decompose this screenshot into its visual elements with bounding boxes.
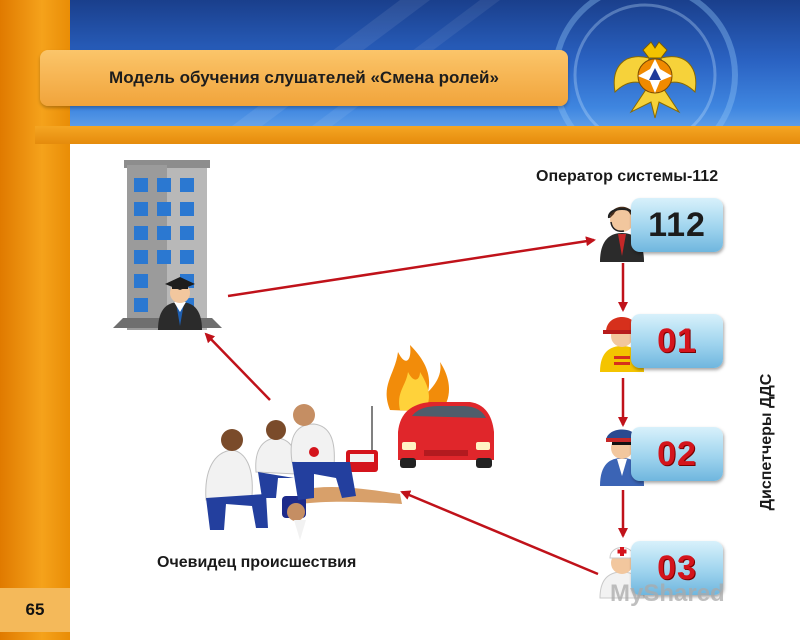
number-03-button: 03	[631, 541, 723, 595]
dispatchers-label: Диспетчеры ДДС	[758, 373, 775, 511]
title-box: Модель обучения слушателей «Смена ролей»	[40, 50, 568, 106]
number-112: 112	[648, 206, 706, 244]
operator-label: Оператор системы-112	[536, 168, 719, 185]
number-01: 01	[657, 322, 697, 360]
rescuers-icon	[205, 404, 402, 540]
witness-label: Очевидец происшествия	[157, 554, 357, 571]
page-number: 65	[25, 600, 45, 619]
burning-car-icon	[386, 345, 494, 468]
number-02-button: 02	[631, 427, 723, 481]
left-band	[0, 0, 70, 640]
arrow-building-to-operator	[227, 236, 596, 298]
page-number-box: 65	[0, 588, 70, 632]
building-icon	[113, 160, 222, 330]
number-01-button: 01	[631, 314, 723, 368]
arrow-witness-to-building	[204, 332, 271, 401]
number-03: 03	[657, 549, 697, 587]
graduate-icon	[158, 277, 202, 330]
header-strip	[35, 126, 800, 144]
page-title: Модель обучения слушателей «Смена ролей»	[109, 68, 499, 87]
watermark: MyShared	[610, 580, 725, 607]
number-02: 02	[657, 435, 697, 473]
number-112-button: 112	[631, 198, 723, 252]
arrow-03-to-witness	[400, 490, 599, 576]
